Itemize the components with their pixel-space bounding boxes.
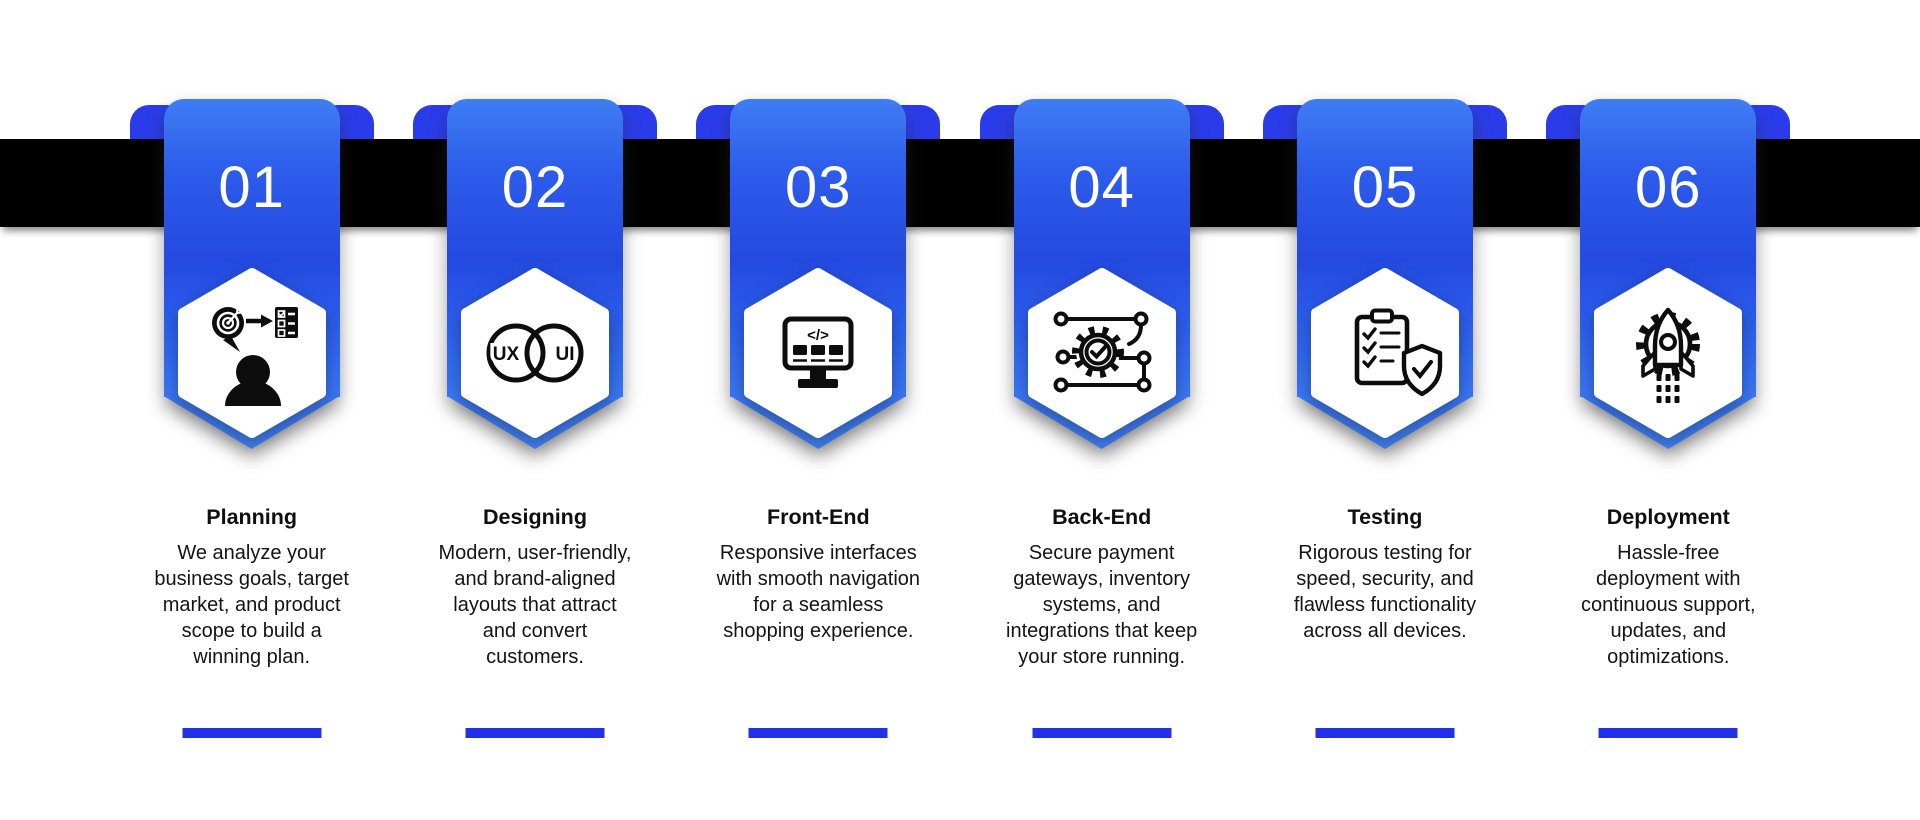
code-monitor-icon: </> [744,268,893,438]
step-title: Front-End [766,505,870,529]
step-title: Back-End [1052,505,1152,529]
step-column-planning: 01 Plan [110,0,393,820]
step-title: Deployment [1606,505,1730,529]
step-title: Planning [206,505,298,529]
step-column-testing: 05 Testing Rigorous testing for speed, s… [1243,0,1526,820]
rocket-gear-icon [1594,268,1743,438]
step-number: 01 [218,155,285,220]
ux-ui-venn-icon: UX UI [460,268,609,438]
step-column-designing: 02 UX UI Designing Modern, user-friendly… [393,0,676,820]
step-description: Rigorous testing for speed, security, an… [1293,542,1477,642]
step-description: Modern, user-friendly, and brand-aligned… [438,542,632,668]
step-column-deployment: 06 Deployment Hassle-free deploym [1527,0,1810,820]
step-column-front-end: 03 </> Front-End Responsive interfaces w… [677,0,960,820]
step-accent-underline [748,728,888,738]
step-number: 06 [1635,155,1702,220]
analysis-target-checklist-person-icon [177,268,326,438]
step-number: 03 [785,155,852,220]
step-accent-underline [182,728,322,738]
code-glyph: </> [807,327,829,344]
step-accent-underline [1032,728,1172,738]
step-accent-underline [1315,728,1455,738]
step-description: We analyze your business goals, target m… [154,542,349,668]
step-accent-underline [465,728,605,738]
step-number: 04 [1068,155,1135,220]
gear-workflow-check-icon [1027,268,1176,438]
step-description: Secure payment gateways, inventory syste… [1006,542,1198,668]
step-accent-underline [1598,728,1738,738]
step-number: 05 [1351,155,1419,220]
step-title: Testing [1347,505,1423,529]
step-title: Designing [483,505,587,529]
checklist-shield-icon [1310,268,1459,438]
step-number: 02 [501,155,569,220]
ux-label: UX [493,344,520,365]
step-description: Responsive interfaces with smooth naviga… [716,542,921,642]
ui-label: UI [555,344,574,365]
step-description: Hassle-free deployment with continuous s… [1581,542,1756,668]
step-column-back-end: 04 Back-En [960,0,1243,820]
